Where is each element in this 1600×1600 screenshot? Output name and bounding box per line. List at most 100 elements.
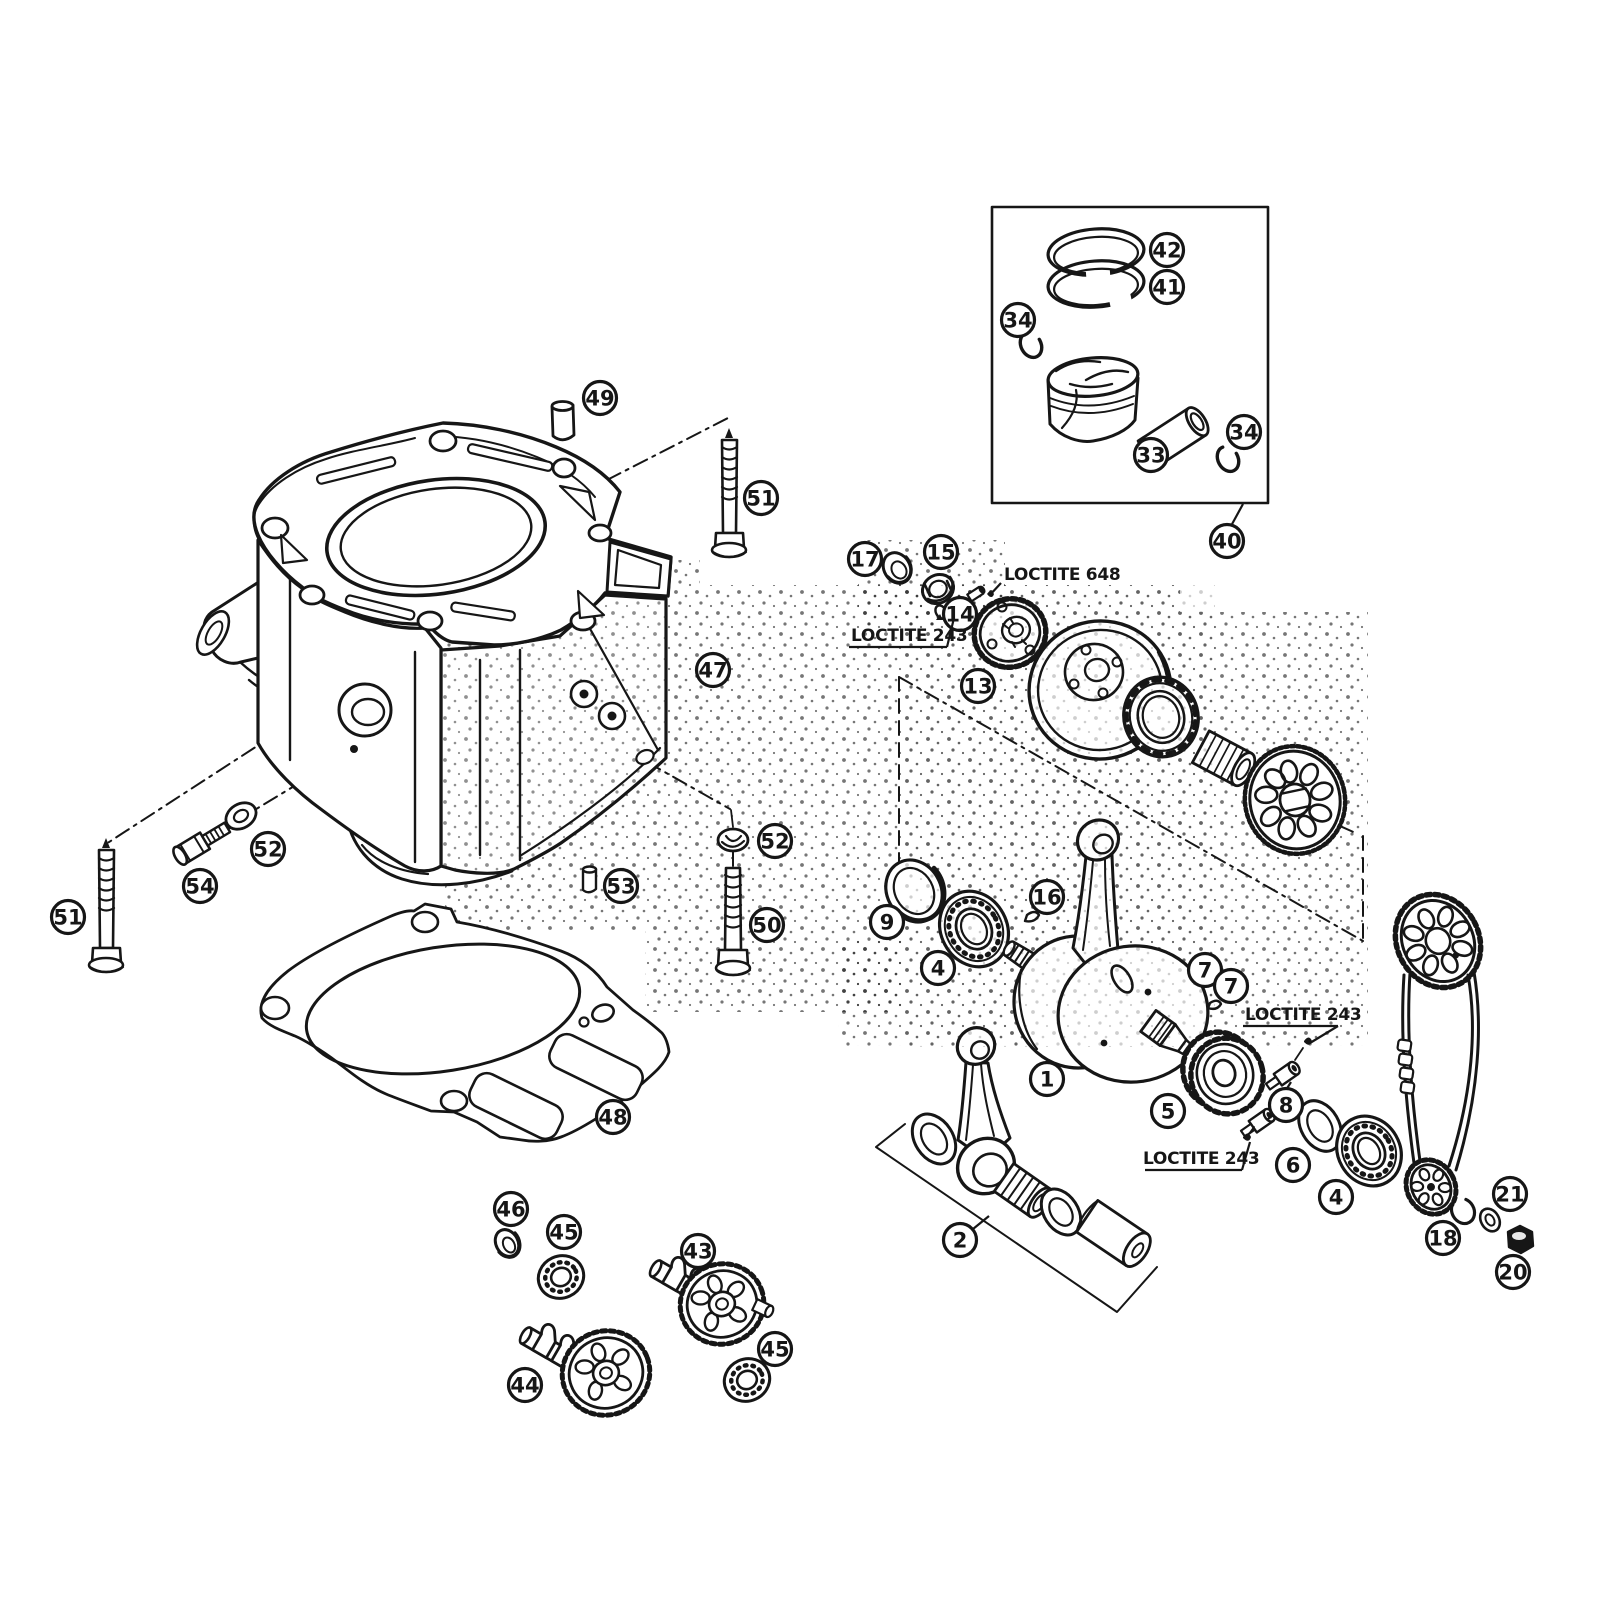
cylinder-block [195,421,673,887]
callout-41: 41 [1148,268,1186,306]
kit-thrust-washer-b [1039,1187,1083,1237]
dowel-pin-49 [550,400,576,442]
callout-33-label: 33 [1136,444,1165,468]
washer-52-right-shape [720,834,746,848]
cylinder-flange-inner-line [439,435,596,498]
callout-9-circle [868,903,906,941]
callout-34a-label: 34 [1003,309,1032,333]
callout-54: 54 [181,867,219,905]
callout-16: 16 [1028,878,1066,916]
washer-6 [1297,1099,1343,1153]
piston-ring-41-shape [1046,259,1146,309]
callout-18-label: 18 [1428,1227,1457,1251]
shaft-seal-17 [881,551,913,585]
dowel-pin-53-shape [581,867,598,894]
cylinder-stud-50 [714,851,752,977]
crank-chain-sprocket-shape-shape [1432,1168,1445,1182]
kit-crank-pin-shape [1075,1199,1099,1234]
callout-21: 21 [1491,1175,1529,1213]
callout-34a: 34 [999,301,1037,339]
callout-43-label: 43 [683,1240,712,1264]
callout-50: 50 [748,906,786,944]
primary-gear [1242,743,1348,857]
shaft-seal-17-shape [890,560,908,580]
bearing-45-upper-shape [549,1266,573,1288]
cylinder-bolt-51-top-shape [711,550,748,559]
callout-16-label: 16 [1032,886,1061,910]
timing-chain-shape [1454,970,1480,1172]
cam-sprocket-shape-shape [1421,954,1440,977]
callout-21-label: 21 [1495,1183,1524,1207]
kit-thrust-washer-a [910,1112,958,1166]
circlip-18-shape [1449,1196,1477,1226]
crank-sprocket-5-shape [1211,1058,1237,1088]
cam-sprocket-shape-shape [1402,924,1425,943]
callout-46: 46 [492,1190,530,1228]
camshaft-44-shape-shape [599,1366,613,1380]
cam-sprocket-shape-shape [1405,943,1427,962]
callout-34b-circle [1225,413,1263,451]
dowel-pin-53 [581,865,598,894]
cylinder-drain-hole [350,745,358,753]
loctite-648: LOCTITE 648 [988,565,1121,597]
halftone-overlay [905,585,1215,1047]
camshaft-43-shape-shape [707,1290,737,1318]
main-bearing-4-right-shape [1343,1123,1395,1179]
piston-skirt-line [1060,388,1078,430]
cylinder-stud-50-shape [723,873,743,929]
drain-bolt-54 [172,821,233,866]
callout-44-circle [506,1366,544,1404]
primary-gear-shape-shape [1308,803,1333,823]
callout-34b-label: 34 [1229,421,1258,445]
gasket-hole [410,910,440,934]
kit-thrust-washer-a-shape [910,1112,958,1166]
cylinder-bolt-51-top [710,428,748,559]
bearing-45-lower-shape [735,1369,759,1391]
callout-13: 13 [959,667,997,705]
camshaft-group [493,1228,775,1418]
nut-20-shape [1512,1232,1526,1240]
callout-15-circle [922,533,960,571]
cylinder-port-bore [350,697,386,727]
main-bearing-4-right-shape [1340,1120,1398,1182]
loctite-243-c-leader [1240,1141,1252,1171]
crank-chain-sprocket-shape-shape [1410,1180,1425,1193]
piston-ring-41-shape [1052,267,1140,307]
loctite-243-b-leader [1309,1025,1339,1044]
callout-5-label: 5 [1161,1100,1176,1124]
callout-7a-circle [1186,951,1224,989]
callout-17-circle [846,540,884,578]
callout-54-circle [181,867,219,905]
callout-7b: 7 [1212,967,1250,1005]
callout-17: 17 [846,540,884,578]
bolt-8-a-shape [1264,1075,1281,1091]
callout-53: 53 [602,867,640,905]
primary-gear-shape-shape [1278,782,1312,818]
callout-53-label: 53 [606,875,635,899]
gasket-hole [259,995,291,1021]
timing-chain-group [1392,891,1535,1255]
flange-gusset [279,533,309,565]
washer-52-left-shape [224,801,258,831]
drain-bolt-54-shape [204,825,225,845]
piston-33-group [1046,356,1140,443]
callout-9-label: 9 [880,911,895,935]
callout-5-circle [1149,1092,1187,1130]
camshaft-44-shape-shape [518,1326,533,1345]
callout-45b-label: 45 [760,1338,789,1362]
callout-42: 42 [1148,231,1186,269]
nut-20 [1506,1224,1535,1255]
primary-gear-shape-shape [1259,805,1282,828]
callout-49-label: 49 [585,387,614,411]
dowel-pin-49-shape [550,403,576,442]
callout-4b-label: 4 [1329,1186,1344,1210]
drain-bolt-54-shape [172,845,189,866]
callout-14-circle [941,595,979,633]
callout-18-circle [1424,1219,1462,1257]
crank-sprocket-5-shape [1202,1050,1248,1098]
callout-45a: 45 [545,1213,583,1251]
loctite-648-text: LOCTITE 648 [1004,565,1120,585]
